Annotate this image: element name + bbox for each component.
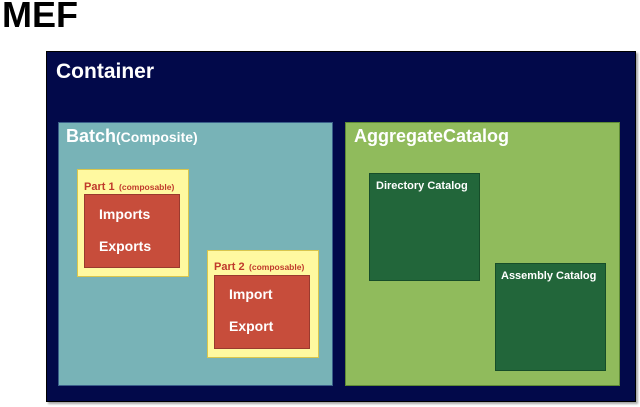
directory-catalog-box <box>369 173 480 281</box>
assembly-catalog-label: Assembly Catalog <box>501 270 597 282</box>
part-2-import: Import <box>229 286 273 302</box>
part-1-label: Part 1 (composable) <box>84 177 174 195</box>
part-1-imports: Imports <box>99 206 151 222</box>
batch-label-main: Batch <box>66 126 117 146</box>
part-2-note: (composable) <box>249 262 305 272</box>
directory-catalog-label: Directory Catalog <box>376 180 468 192</box>
part-2-label: Part 2 (composable) <box>214 257 304 275</box>
diagram-title: MEF <box>2 0 78 35</box>
part-2-import-export-box <box>214 275 310 349</box>
part-1-note: (composable) <box>119 182 175 192</box>
part-1-import-export-box <box>84 194 180 268</box>
part-1-name: Part 1 <box>84 181 115 193</box>
batch-label: Batch(Composite) <box>66 126 198 147</box>
assembly-catalog-box <box>495 263 606 371</box>
part-1-exports: Exports <box>99 238 152 254</box>
part-2-name: Part 2 <box>214 261 245 273</box>
batch-label-suffix: (Composite) <box>116 129 198 145</box>
aggregate-catalog-label: AggregateCatalog <box>354 126 510 146</box>
container-label: Container <box>56 60 155 83</box>
part-2-export: Export <box>229 318 274 334</box>
